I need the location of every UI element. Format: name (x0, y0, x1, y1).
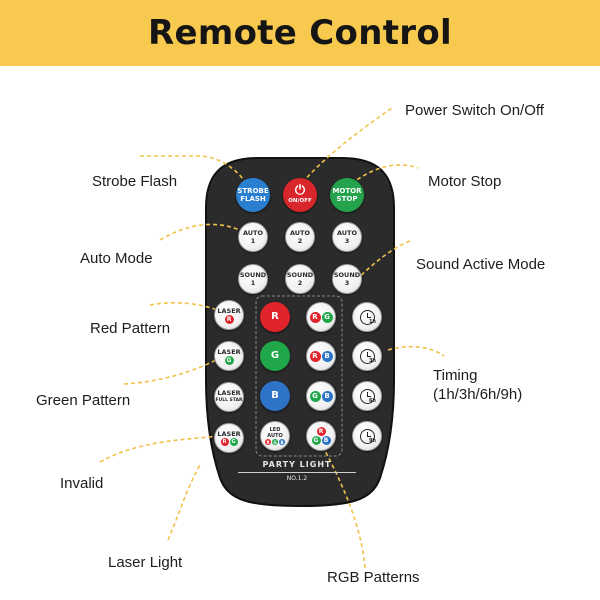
rb-combo-button[interactable]: R B (306, 341, 336, 371)
green-dot: G (321, 311, 333, 323)
sound-label: SOUND (239, 271, 267, 279)
callout-power-switch: Power Switch On/Off (405, 102, 544, 119)
laser-green-button[interactable]: LASER G (214, 341, 244, 371)
auto-1-button[interactable]: AUTO 1 (238, 222, 268, 252)
callout-strobe-flash: Strobe Flash (92, 173, 178, 190)
clock-icon (359, 388, 375, 404)
sound-label: SOUND (333, 271, 361, 279)
green-dot: G (309, 390, 321, 402)
blue-dot: B (321, 436, 331, 445)
sound-label: SOUND (286, 271, 314, 279)
motor-label: MOTOR (332, 187, 362, 195)
model-number: NO.1.2 (286, 475, 308, 482)
green-button[interactable]: G (260, 341, 290, 371)
auto-number: 1 (250, 237, 256, 245)
timer-label: 6h (368, 398, 376, 404)
callout-motor-stop: Motor Stop (428, 173, 502, 190)
callout-laser-light: Laser Light (108, 554, 183, 571)
laser-label: LASER (217, 347, 241, 356)
callout-timing-hours: (1h/3h/6h/9h) (433, 386, 523, 403)
led-auto-button[interactable]: LED AUTO R G B (260, 421, 290, 451)
laser-label: LASER (217, 430, 241, 438)
timer-6h-button[interactable]: 6h (352, 381, 382, 411)
auto-3-button[interactable]: AUTO 3 (332, 222, 362, 252)
green-dot: G (311, 436, 321, 445)
sound-number: 3 (344, 279, 350, 287)
blue-dot: B (279, 439, 285, 445)
callout-timing: Timing (433, 367, 478, 384)
auto-number: 3 (344, 237, 350, 245)
header-banner: Remote Control (0, 0, 600, 66)
sound-3-button[interactable]: SOUND 3 (332, 264, 362, 294)
blue-letter: B (271, 390, 279, 401)
callout-sound-active-mode: Sound Active Mode (416, 256, 546, 273)
clock-icon (359, 309, 375, 325)
power-button[interactable]: ⏻ ON/OFF (283, 178, 317, 212)
red-button[interactable]: R (260, 302, 290, 332)
color-zone-outline (255, 295, 343, 457)
green-dot: G (229, 438, 238, 446)
full-star-label: FULL STAR (215, 398, 243, 403)
red-dot: R (309, 350, 321, 362)
rgb-combo-button[interactable]: R G B (306, 421, 336, 451)
red-dot: R (316, 427, 326, 436)
rg-combo-button[interactable]: R G (306, 302, 336, 332)
auto-label: AUTO (289, 229, 311, 237)
sound-2-button[interactable]: SOUND 2 (285, 264, 315, 294)
auto-label: AUTO (242, 229, 264, 237)
callout-rgb-patterns: RGB Patterns (327, 569, 420, 586)
laser-label: LASER (217, 389, 241, 397)
auto-number: 2 (297, 237, 303, 245)
callout-invalid: Invalid (60, 475, 104, 492)
red-letter: R (271, 311, 279, 322)
laser-rg-button[interactable]: LASER R G (214, 423, 244, 453)
branding: PARTY LIGHT NO.1.2 (232, 460, 362, 482)
timer-label: 3h (368, 358, 376, 364)
led-label: LED (269, 427, 281, 433)
sound-number: 2 (297, 279, 303, 287)
green-letter: G (270, 350, 280, 361)
power-icon: ⏻ (294, 183, 306, 198)
laser-fullstar-button[interactable]: LASER FULL STAR (214, 382, 244, 412)
clock-icon (359, 348, 375, 364)
timer-label: 9h (368, 438, 376, 444)
timer-label: 1h (368, 319, 376, 325)
auto-label: AUTO (267, 433, 283, 439)
sound-1-button[interactable]: SOUND 1 (238, 264, 268, 294)
brand-divider (238, 472, 356, 473)
laser-red-button[interactable]: LASER R (214, 300, 244, 330)
brand-title: PARTY LIGHT (262, 460, 332, 469)
callout-auto-mode: Auto Mode (80, 250, 153, 267)
auto-label: AUTO (336, 229, 358, 237)
timer-1h-button[interactable]: 1h (352, 302, 382, 332)
green-dot: G (272, 439, 278, 445)
page-title: Remote Control (148, 13, 452, 53)
red-dot: R (220, 438, 229, 446)
strobe-flash-button[interactable]: STROBE FLASH (236, 178, 270, 212)
stop-label: STOP (336, 195, 358, 203)
blue-dot: B (321, 350, 333, 362)
flash-label: FLASH (240, 195, 266, 203)
red-dot: R (265, 439, 271, 445)
auto-2-button[interactable]: AUTO 2 (285, 222, 315, 252)
blue-button[interactable]: B (260, 381, 290, 411)
sound-number: 1 (250, 279, 256, 287)
blue-dot: B (321, 390, 333, 402)
clock-icon (359, 428, 375, 444)
timer-3h-button[interactable]: 3h (352, 341, 382, 371)
laser-label: LASER (217, 306, 241, 315)
red-dot: R (224, 314, 234, 324)
callout-green-pattern: Green Pattern (36, 392, 131, 409)
callout-red-pattern: Red Pattern (90, 320, 171, 337)
green-dot: G (224, 355, 234, 365)
gb-combo-button[interactable]: G B (306, 381, 336, 411)
red-dot: R (309, 311, 321, 323)
power-label: ON/OFF (288, 198, 312, 204)
timer-9h-button[interactable]: 9h (352, 421, 382, 451)
motor-stop-button[interactable]: MOTOR STOP (330, 178, 364, 212)
strobe-label: STROBE (237, 187, 269, 195)
